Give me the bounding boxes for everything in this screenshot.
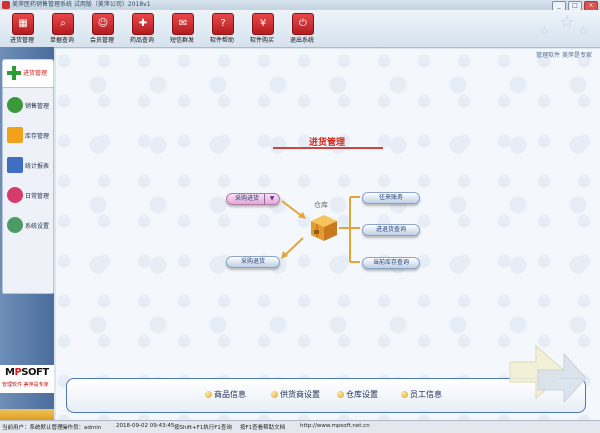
link-label: 商品信息 <box>214 390 246 399</box>
toolbar-label: 退出系统 <box>289 37 314 44</box>
status-website[interactable]: http://www.mpsoft.net.cn <box>300 423 370 429</box>
sidebar-item-reports[interactable]: 统计报表 <box>5 154 51 176</box>
sidebar-item-sales[interactable]: 销售管理 <box>5 94 51 116</box>
warehouse-label: 仓库 <box>314 201 328 209</box>
sidebar-footer <box>0 409 54 420</box>
sidebar-item-label: 系统设置 <box>25 223 50 230</box>
warehouse-settings-link[interactable]: 仓库设置 <box>337 389 378 400</box>
purchase-in-label: 采购进货 <box>234 195 259 202</box>
status-tip: 按Shift+F1执行F1查询 <box>174 425 232 431</box>
sidebar: 进货管理 销售管理 库存管理 统计报表 日常管理 系统设置 MPSOFT 管理软… <box>0 47 54 420</box>
sidebar-item-label: 日常管理 <box>25 193 50 200</box>
purchase-in-button[interactable]: 采购进货 ▼ <box>226 193 280 205</box>
sidebar-item-inventory[interactable]: 库存管理 <box>5 124 51 146</box>
chevron-down-icon[interactable]: ▼ <box>264 194 279 204</box>
sidebar-item-label: 进货管理 <box>23 70 48 77</box>
brand-letter: P <box>14 367 22 378</box>
search-icon: ⌕ <box>52 13 74 35</box>
title-underline <box>273 147 383 149</box>
app-icon <box>2 1 10 9</box>
people-icon: ☺ <box>92 13 114 35</box>
status-bar: 当前用户：系统默认管理 操作员：admin 2018-09-02 09:43:4… <box>0 420 600 433</box>
toolbar-voucher-query-button[interactable]: ⌕ 单据查询 <box>44 12 80 46</box>
report-icon <box>7 157 23 173</box>
toolbar-label: 软件帮助 <box>209 37 234 44</box>
coin-icon <box>337 391 344 398</box>
window-title: 美萍医药销售管理系统 试用版（美萍公司）2018v1 <box>12 1 151 8</box>
star-decoration-icon: ☆ <box>540 26 549 37</box>
product-info-link[interactable]: 商品信息 <box>205 389 246 400</box>
exit-icon: ⏻ <box>292 13 314 35</box>
sidebar-nav: 销售管理 库存管理 统计报表 日常管理 系统设置 <box>2 87 54 294</box>
next-arrow-icon[interactable] <box>508 342 588 402</box>
status-operator: 操作员：admin <box>62 425 102 431</box>
toolbar-label: 会员管理 <box>89 37 114 44</box>
bottom-links-panel: 商品信息 供货商设置 仓库设置 员工信息 <box>66 378 586 413</box>
status-user: 当前用户：系统默认管理 <box>2 425 63 431</box>
sidebar-item-label: 销售管理 <box>25 103 50 110</box>
heart-icon <box>7 187 23 203</box>
toolbar-purchase-button[interactable]: ▦ 进货管理 <box>4 12 40 46</box>
toolbar: ▦ 进货管理 ⌕ 单据查询 ☺ 会员管理 ✚ 药品查询 ✉ 短信群发 ? 软件帮… <box>0 10 600 48</box>
coin-icon <box>205 391 212 398</box>
account-button[interactable]: 往来账务 <box>362 192 420 204</box>
toolbar-label: 短信群发 <box>169 37 194 44</box>
cart-icon: ¥ <box>252 13 274 35</box>
brand-wordmark: MPSOFT <box>5 367 49 378</box>
sidebar-item-daily[interactable]: 日常管理 <box>5 184 51 206</box>
toolbar-member-button[interactable]: ☺ 会员管理 <box>84 12 120 46</box>
coin-icon <box>401 391 408 398</box>
pill-icon: ✚ <box>132 13 154 35</box>
plus-icon <box>7 66 21 80</box>
toolbar-help-button[interactable]: ? 软件帮助 <box>204 12 240 46</box>
star-decoration-icon: ☆ <box>560 12 575 31</box>
toolbar-label: 单据查询 <box>49 37 74 44</box>
toolbar-exit-button[interactable]: ⏻ 退出系统 <box>284 12 320 46</box>
status-datetime: 2018-09-02 09:43:45 <box>116 423 175 429</box>
brand-letter: SOFT <box>21 367 49 378</box>
link-label: 供货商设置 <box>280 390 320 399</box>
toolbar-drug-query-button[interactable]: ✚ 药品查询 <box>124 12 160 46</box>
sidebar-item-settings[interactable]: 系统设置 <box>5 214 51 236</box>
star-icon <box>7 127 23 143</box>
toolbar-label: 进货管理 <box>9 37 34 44</box>
toolbar-label: 药品查询 <box>129 37 154 44</box>
supplier-settings-link[interactable]: 供货商设置 <box>271 389 320 400</box>
sidebar-item-label: 统计报表 <box>25 163 50 170</box>
sidebar-item-label: 库存管理 <box>25 133 50 140</box>
link-label: 仓库设置 <box>346 390 378 399</box>
settings-icon <box>7 217 23 233</box>
brand-logo: MPSOFT 管理软件 美萍是专家 <box>0 365 54 393</box>
help-icon: ? <box>212 13 234 35</box>
truck-icon: ▦ <box>12 13 34 35</box>
sidebar-item-purchase[interactable]: 进货管理 <box>2 59 54 89</box>
sales-icon <box>7 97 23 113</box>
stock-query-button[interactable]: 当前库存查询 <box>362 257 420 269</box>
employee-info-link[interactable]: 员工信息 <box>401 389 442 400</box>
purchase-query-button[interactable]: 进退货查询 <box>362 224 420 236</box>
link-label: 员工信息 <box>410 390 442 399</box>
status-help: 按F1查看帮助文档 <box>240 425 286 431</box>
warehouse-box-icon <box>311 215 337 241</box>
page-title: 进货管理 <box>308 138 345 148</box>
brand-letter: M <box>5 367 15 378</box>
purchase-return-button[interactable]: 采购退货 <box>226 256 280 268</box>
mail-icon: ✉ <box>172 13 194 35</box>
coin-icon <box>271 391 278 398</box>
toolbar-buy-button[interactable]: ¥ 软件购买 <box>244 12 280 46</box>
top-info: 管理软件 美萍是专家 <box>536 52 592 59</box>
toolbar-sms-button[interactable]: ✉ 短信群发 <box>164 12 200 46</box>
star-decoration-icon: ☆ <box>578 24 589 38</box>
brand-tagline: 管理软件 美萍是专家 <box>2 382 49 388</box>
toolbar-label: 软件购买 <box>249 37 274 44</box>
